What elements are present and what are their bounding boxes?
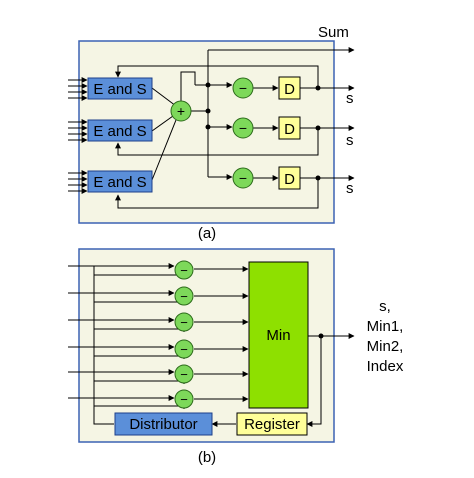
minus-sign: − — [180, 315, 188, 330]
distributor-block: Distributor — [114, 412, 213, 436]
min-block: Min — [248, 261, 309, 409]
es-block-3: E and S — [87, 170, 153, 193]
register-label: Register — [244, 416, 300, 433]
panel-a-junctions — [205, 82, 321, 181]
output-s-3: s — [346, 180, 354, 197]
d-block-1: D — [278, 76, 301, 100]
plus-sign: + — [177, 103, 185, 119]
d-block-3: D — [278, 166, 301, 190]
minus-sign: − — [180, 392, 188, 407]
adder-circle: + — [170, 100, 192, 122]
subtractor-2: − — [232, 117, 254, 139]
minus-sign: − — [239, 170, 247, 186]
output-s-2: s — [346, 132, 354, 149]
output-line-1: s, — [379, 298, 391, 315]
minus-sign: − — [180, 289, 188, 304]
subtractor-1: − — [232, 77, 254, 99]
caption-a: (a) — [198, 225, 216, 242]
subtractor-b-1: − — [174, 260, 194, 280]
panel-a-wires — [68, 47, 355, 209]
output-s-1: s — [346, 90, 354, 107]
output-line-4: Index — [367, 358, 404, 375]
output-line-3: Min2, — [367, 338, 404, 355]
subtractor-3: − — [232, 167, 254, 189]
output-line-2: Min1, — [367, 318, 404, 335]
minus-sign: − — [180, 263, 188, 278]
d-block-label: D — [284, 171, 295, 188]
panel-b: − − − − − − Min Register — [68, 248, 404, 466]
d-block-label: D — [284, 81, 295, 98]
subtractor-b-6: − — [174, 389, 194, 409]
es-block-label: E and S — [93, 81, 146, 98]
panel-a: E and S E and S E and S + − − − — [68, 24, 355, 242]
es-block-2: E and S — [87, 119, 153, 142]
subtractor-b-4: − — [174, 339, 194, 359]
register-block: Register — [236, 412, 308, 436]
es-block-1: E and S — [87, 77, 153, 100]
panel-b-junctions — [318, 333, 324, 339]
subtractor-b-3: − — [174, 312, 194, 332]
minus-sign: − — [180, 342, 188, 357]
caption-b: (b) — [198, 449, 216, 466]
minus-sign: − — [180, 367, 188, 382]
min-label: Min — [266, 327, 290, 344]
minus-sign: − — [239, 80, 247, 96]
subtractor-b-5: − — [174, 364, 194, 384]
d-block-2: D — [278, 116, 301, 140]
es-block-label: E and S — [93, 123, 146, 140]
d-block-label: D — [284, 121, 295, 138]
sum-label: Sum — [318, 24, 349, 41]
distributor-label: Distributor — [129, 416, 197, 433]
minus-sign: − — [239, 120, 247, 136]
subtractor-b-2: − — [174, 286, 194, 306]
es-block-label: E and S — [93, 174, 146, 191]
